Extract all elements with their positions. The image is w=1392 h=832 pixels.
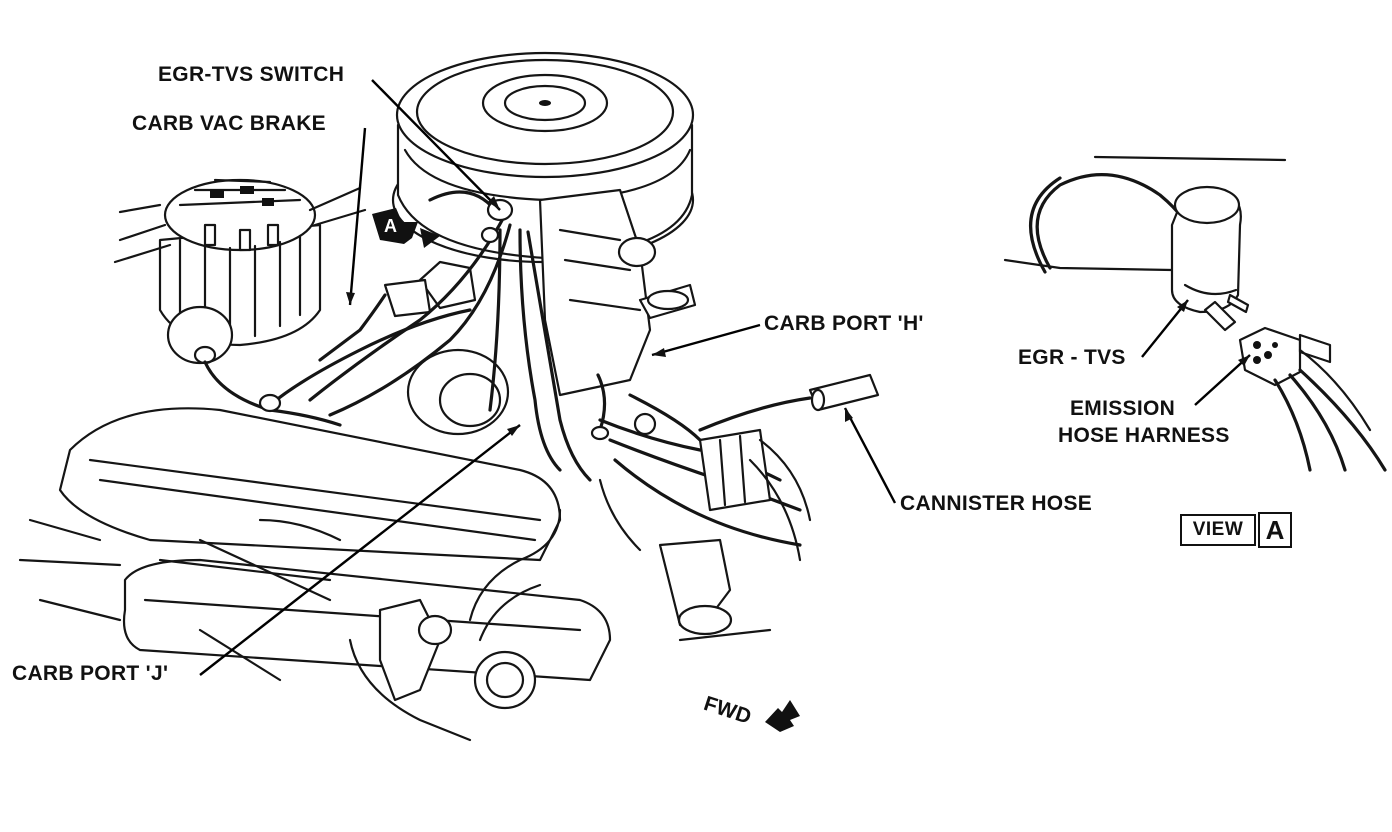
label-egr-tvs-switch: EGR-TVS SWITCH [158, 63, 345, 86]
callout-a-marker-letter: A [384, 216, 398, 236]
view-letter: A [1258, 512, 1292, 548]
label-hose-harness: HOSE HARNESS [1058, 424, 1230, 447]
carburetor [383, 188, 697, 436]
egr-valve-area [598, 428, 812, 642]
view-word: VIEW [1180, 514, 1256, 546]
label-carb-port-j: CARB PORT 'J' [12, 662, 169, 685]
view-a-inset [1003, 155, 1387, 472]
label-emission: EMISSION [1070, 397, 1176, 420]
label-egr-tvs: EGR - TVS [1018, 346, 1126, 369]
label-cannister-hose: CANNISTER HOSE [900, 492, 1093, 515]
callout-a-marker-icon [372, 208, 440, 248]
view-a-badge: VIEW A [1180, 512, 1292, 548]
valve-cover [18, 407, 612, 742]
leader-lines [199, 79, 1251, 676]
fwd-arrow-icon [765, 700, 800, 732]
distributor [113, 178, 367, 365]
label-carb-port-h: CARB PORT 'H' [764, 312, 924, 335]
label-carb-vac-brake: CARB VAC BRAKE [132, 112, 326, 135]
